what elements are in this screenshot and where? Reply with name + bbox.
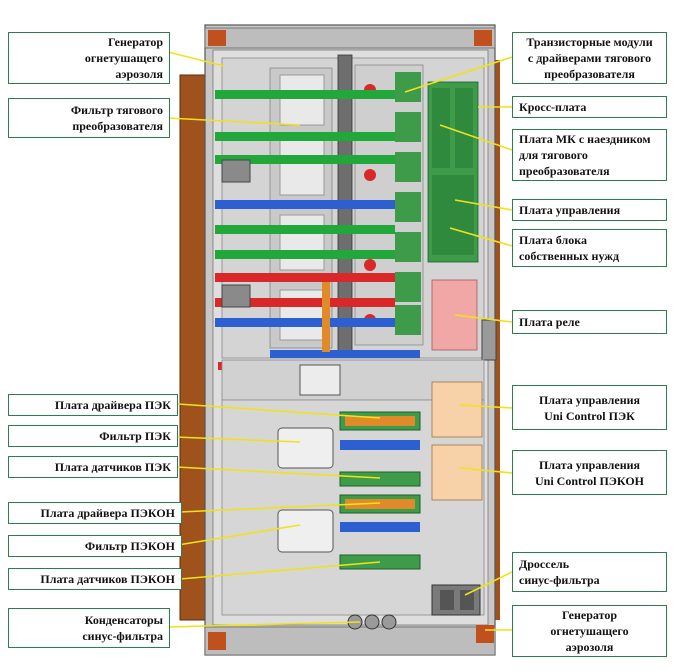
label-traction-filter: Фильтр тягового преобразователя xyxy=(8,98,170,138)
transistor-modules xyxy=(364,72,421,335)
label-control-board: Плата управления xyxy=(512,199,667,221)
label-pekon-filter: Фильтр ПЭКОН xyxy=(8,535,182,557)
label-uni-control-pek: Плата управления Uni Control ПЭК xyxy=(512,385,667,430)
top-left-generator xyxy=(208,30,226,46)
leader-lines xyxy=(167,51,513,631)
pek-sensor-board xyxy=(339,471,421,487)
label-pek-filter: Фильтр ПЭК xyxy=(8,425,178,447)
top-right-generator xyxy=(474,30,492,46)
right-side-panel xyxy=(494,60,500,620)
green-busbars xyxy=(215,90,395,259)
label-pek-sensors: Плата датчиков ПЭК xyxy=(8,456,178,478)
pek-filter xyxy=(277,427,334,469)
bottom-left-generator xyxy=(208,632,226,650)
label-cross-board: Кросс-плата xyxy=(512,96,667,118)
label-pekon-sensors: Плата датчиков ПЭКОН xyxy=(8,568,182,590)
label-capacitors: Конденсаторы синус-фильтра xyxy=(8,608,170,648)
uni-control-pekon xyxy=(431,444,483,501)
label-pekon-driver: Плата драйвера ПЭКОН xyxy=(8,502,182,524)
pekon-filter xyxy=(277,509,334,553)
label-relay-board: Плата реле xyxy=(512,310,667,334)
label-choke: Дроссель синус-фильтра xyxy=(512,552,667,592)
uni-control-pek xyxy=(431,381,483,438)
left-side-panel xyxy=(179,74,209,621)
label-pek-driver: Плата драйвера ПЭК xyxy=(8,394,178,416)
bottom-right-generator xyxy=(476,625,494,643)
label-mk-board: Плата МК с наездником для тягового преоб… xyxy=(512,129,667,181)
relay-board xyxy=(431,279,478,351)
label-generator-top: Генератор огнетушащего аэрозоля xyxy=(8,32,170,84)
label-uni-control-pekon: Плата управления Uni Control ПЭКОН xyxy=(512,450,667,495)
label-transistor-modules: Транзисторные модули с драйверами тягово… xyxy=(512,32,667,84)
blue-busbars xyxy=(215,200,420,358)
label-generator-bottom: Генератор огнетушащего аэрозоля xyxy=(512,605,667,657)
label-aux-board: Плата блока собственных нужд xyxy=(512,229,667,267)
